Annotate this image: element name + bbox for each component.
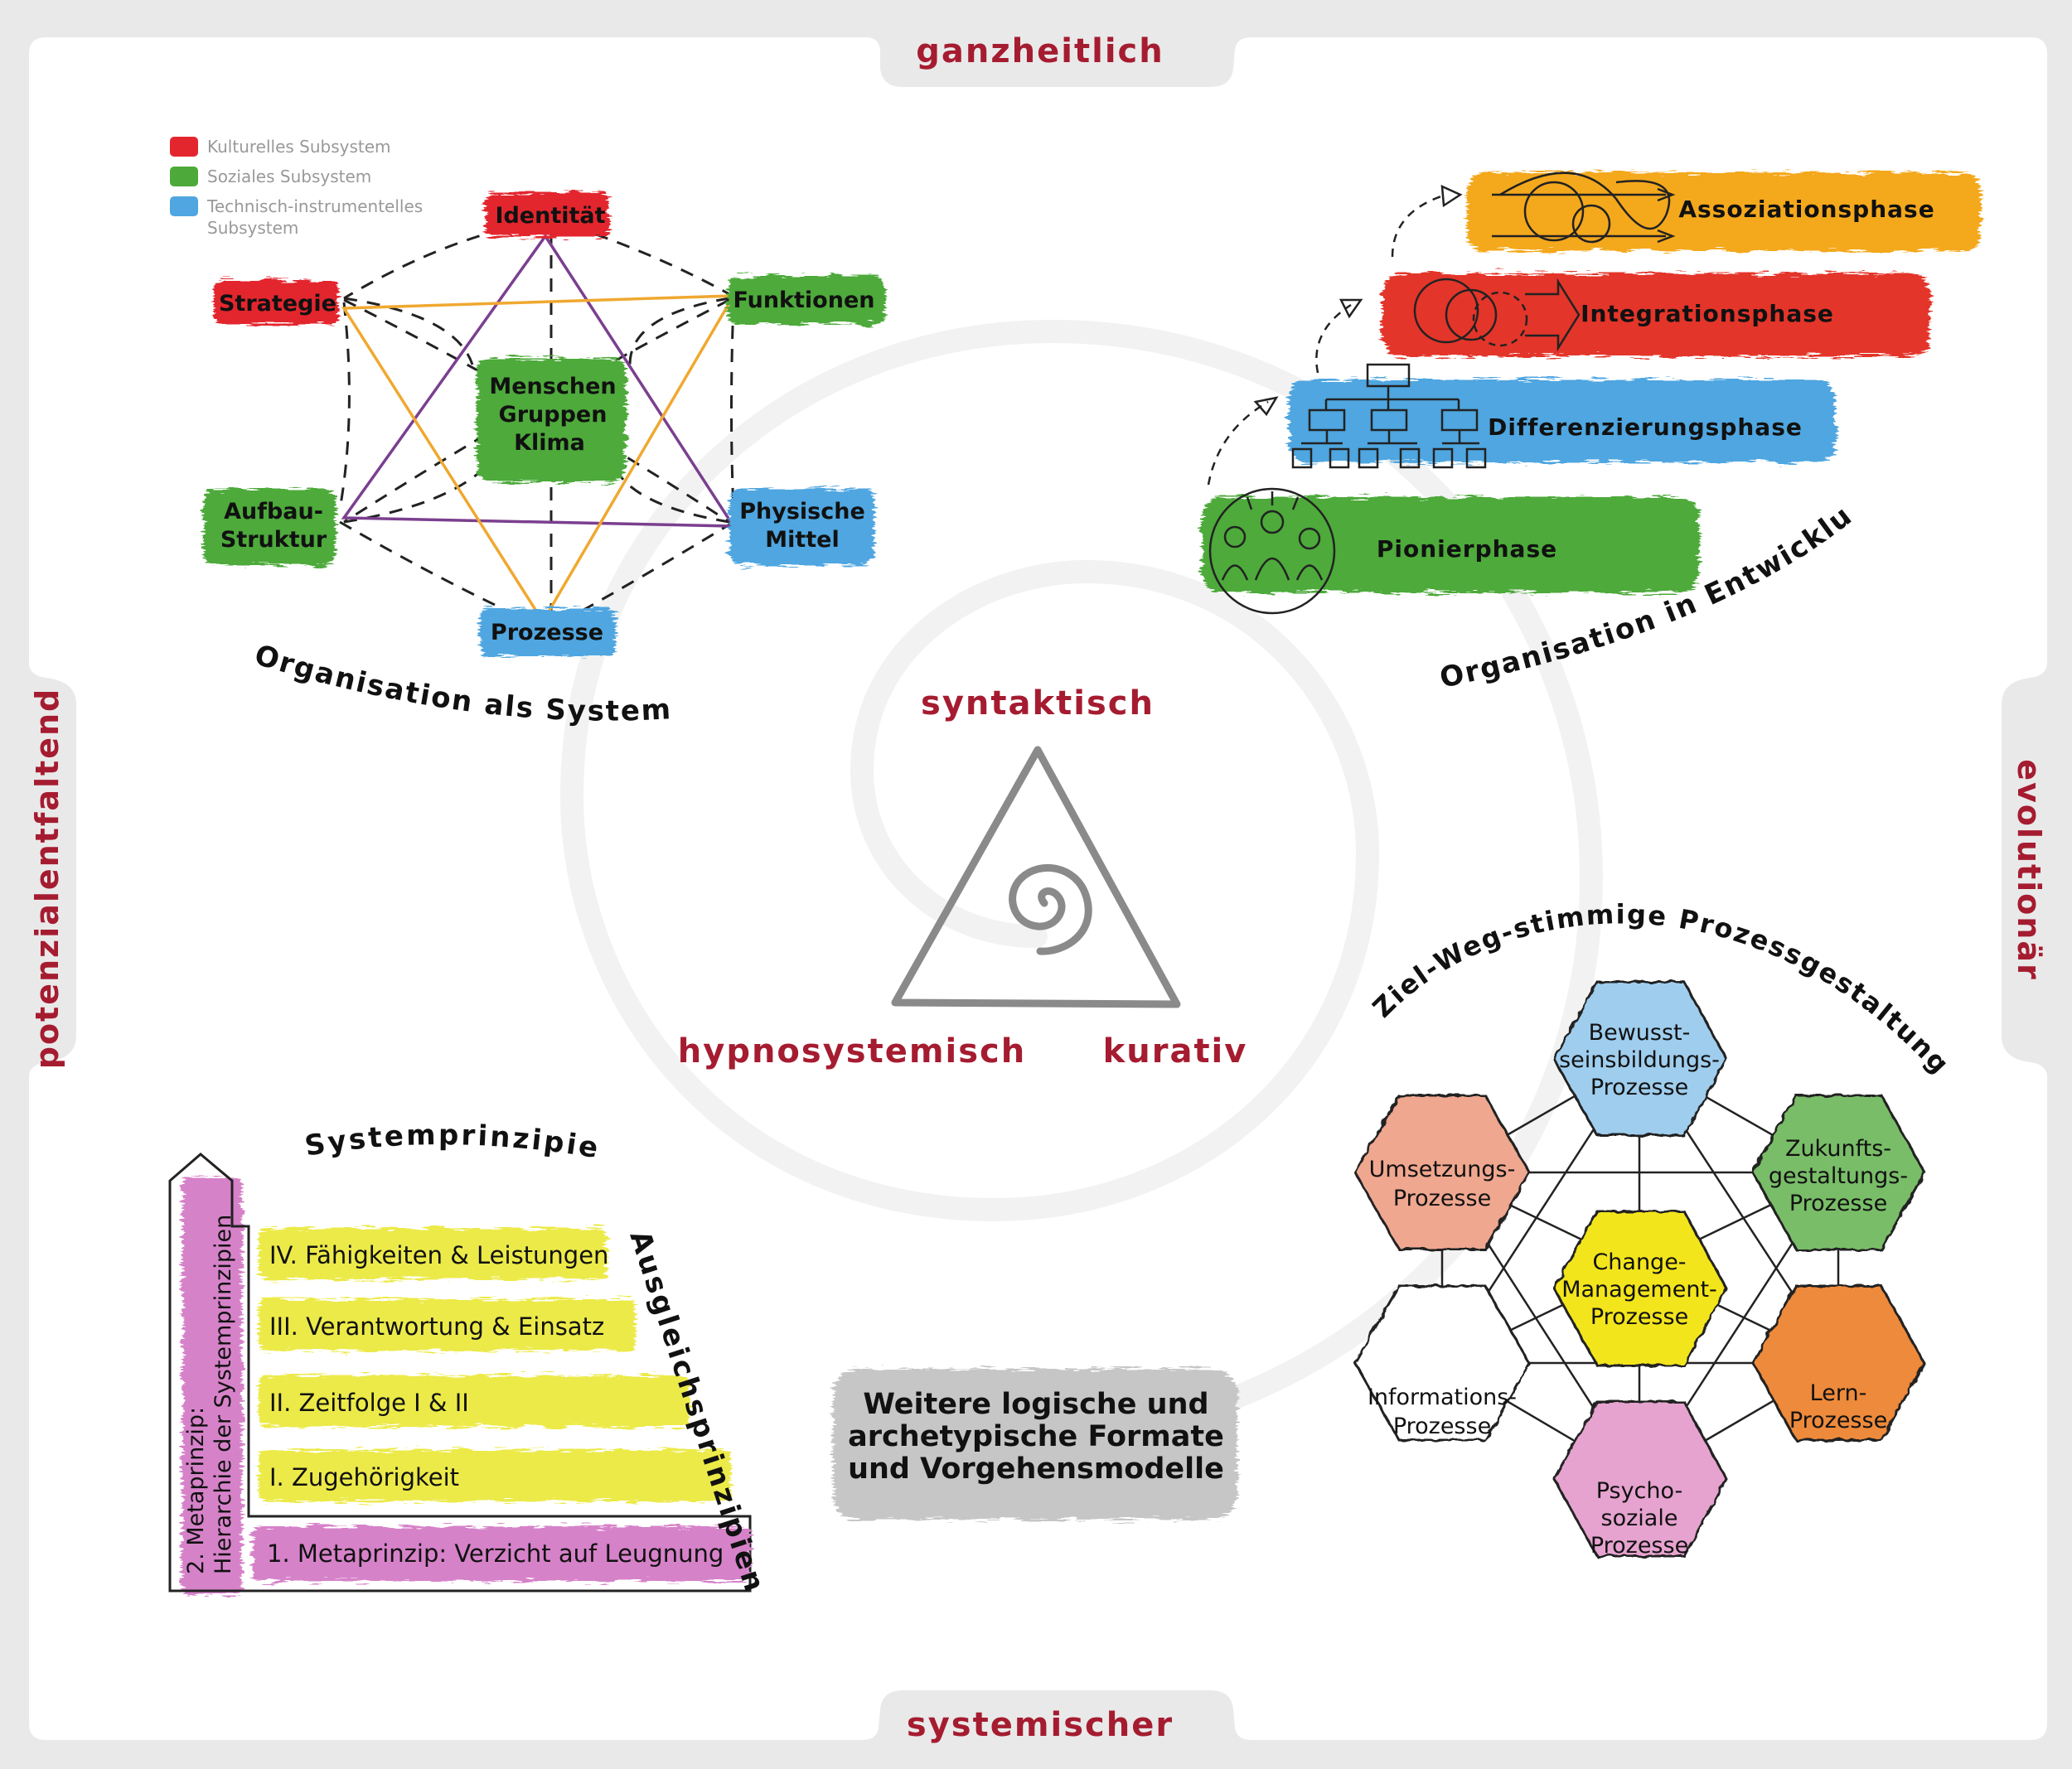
formats-box — [833, 1369, 1237, 1520]
hex-future: Zukunfts- gestaltungs- Prozesse — [1751, 1094, 1926, 1251]
hex-learning-line-1: Lern- — [1810, 1380, 1867, 1406]
formats-section: Weitere logische und archetypische Forma… — [833, 1369, 1237, 1520]
hex-change-line-1: Change- — [1592, 1249, 1686, 1275]
phase-pioneer: Pionierphase — [1202, 487, 1699, 615]
node-prozesse-label: Prozesse — [491, 620, 603, 645]
integration-circles-icon — [1413, 278, 1581, 352]
hex-psychosocial-line-3: Prozesse — [1590, 1533, 1688, 1559]
legend-label-social: Soziales Subsystem — [207, 167, 371, 186]
node-funktionen: Funktionen — [728, 276, 885, 324]
meta-vertical-bar — [182, 1177, 242, 1595]
legend-label-technical-2: Subsystem — [207, 218, 298, 238]
phase-association-label: Assoziationsphase — [1678, 196, 1934, 223]
principle-row-2-label: II. Zeitfolge I & II — [269, 1389, 469, 1417]
hex-awareness-line-2: seinsbildungs- — [1559, 1047, 1720, 1073]
node-identitaet: Identität — [485, 192, 609, 237]
center-spiral-icon — [1009, 863, 1092, 955]
node-identitaet-label: Identität — [495, 203, 605, 229]
center-label-left: hypnosystemisch — [678, 1032, 1026, 1071]
phase-integration: Integrationsphase — [1382, 273, 1929, 356]
legend-label-cultural: Kulturelles Subsystem — [207, 137, 391, 157]
hex-awareness-line-1: Bewusst- — [1589, 1020, 1691, 1046]
hex-learning: Lern- Prozesse — [1751, 1284, 1926, 1442]
principle-row-3-label: III. Verantwortung & Einsatz — [269, 1312, 604, 1341]
meta-vertical-label-2: Hierarchie der Systemprinzipien — [211, 1215, 236, 1574]
hex-psychosocial-line-1: Psycho- — [1596, 1478, 1683, 1504]
phase-association: Assoziationsphase — [1467, 172, 1981, 251]
node-aufbau-struktur: Aufbau- Struktur — [203, 489, 336, 565]
node-center-label-3: Klima — [514, 430, 585, 456]
hex-awareness-line-3: Prozesse — [1590, 1075, 1688, 1100]
hex-implementation-line-2: Prozesse — [1393, 1186, 1491, 1211]
phase-integration-label: Integrationsphase — [1581, 300, 1834, 327]
node-strategie-label: Strategie — [219, 291, 336, 317]
principle-row-4: IV. Fähigkeiten & Leistungen — [259, 1228, 608, 1279]
formats-line-3: und Vorgehensmodelle — [848, 1452, 1224, 1486]
legend: Kulturelles Subsystem Soziales Subsystem… — [170, 137, 423, 238]
node-aufbau-label-1: Aufbau- — [224, 499, 323, 524]
phase-pioneer-label: Pionierphase — [1377, 535, 1557, 563]
legend-swatch-social — [170, 167, 198, 186]
principle-row-3: III. Verantwortung & Einsatz — [259, 1299, 636, 1351]
principle-row-1: I. Zugehörigkeit — [259, 1450, 731, 1501]
hex-implementation: Umsetzungs- Prozesse — [1353, 1094, 1531, 1251]
frame-label-right: evolutionär — [2011, 759, 2047, 980]
legend-swatch-cultural — [170, 137, 198, 157]
principle-row-2: II. Zeitfolge I & II — [259, 1375, 690, 1427]
principle-row-meta1: 1. Metaprinzip: Verzicht auf Leugnung — [253, 1526, 750, 1581]
hex-psychosocial-line-2: soziale — [1601, 1506, 1678, 1531]
principle-row-1-label: I. Zugehörigkeit — [269, 1463, 459, 1491]
node-physische-mittel: Physische Mittel — [729, 489, 874, 565]
principle-row-4-label: IV. Fähigkeiten & Leistungen — [269, 1241, 608, 1269]
hex-learning-line-2: Prozesse — [1789, 1408, 1887, 1433]
hex-psychosocial: Psycho- soziale Prozesse — [1552, 1400, 1728, 1559]
hex-change-line-2: Management- — [1561, 1277, 1717, 1303]
hex-future-line-3: Prozesse — [1789, 1191, 1887, 1216]
phase-differentiation: Differenzierungsphase — [1289, 363, 1836, 469]
center-triangle: syntaktisch hypnosystemisch kurativ — [678, 684, 1248, 1071]
phase-differentiation-label: Differenzierungsphase — [1488, 413, 1803, 441]
hex-information-line-1: Informations- — [1368, 1385, 1517, 1410]
legend-label-technical: Technisch-instrumentelles — [206, 196, 423, 216]
legend-swatch-technical — [170, 196, 198, 216]
differentiation-orgchart-icon — [1291, 363, 1487, 469]
node-menschen-gruppen-klima: Menschen Gruppen Klima — [477, 358, 626, 482]
hex-change-line-3: Prozesse — [1590, 1304, 1688, 1330]
pioneer-people-icon — [1208, 487, 1336, 615]
hex-change-management: Change- Management- Prozesse — [1552, 1210, 1728, 1367]
node-center-label-1: Menschen — [489, 374, 616, 399]
node-physische-label-1: Physische — [739, 499, 865, 524]
formats-line-1: Weitere logische und — [863, 1388, 1208, 1421]
hex-information-line-2: Prozesse — [1393, 1414, 1491, 1439]
phase-arrows — [1207, 184, 1463, 486]
node-prozesse: Prozesse — [479, 608, 616, 656]
frame-label-top: ganzheitlich — [916, 32, 1164, 70]
center-label-right: kurativ — [1103, 1032, 1248, 1071]
node-aufbau-label-2: Struktur — [220, 527, 327, 553]
node-physische-label-2: Mittel — [765, 527, 840, 553]
meta-vertical-label-1: 2. Metaprinzip: — [183, 1407, 209, 1574]
principle-row-meta1-label: 1. Metaprinzip: Verzicht auf Leugnung — [267, 1539, 724, 1568]
hex-future-line-2: gestaltungs- — [1769, 1163, 1908, 1189]
hex-implementation-line-1: Umsetzungs- — [1369, 1157, 1516, 1182]
system-star — [341, 233, 737, 625]
node-funktionen-label: Funktionen — [733, 288, 875, 313]
hex-awareness: Bewusst- seinsbildungs- Prozesse — [1552, 980, 1728, 1137]
hex-information: Informations- Prozesse — [1353, 1284, 1531, 1442]
association-knot-icon — [1492, 172, 1676, 244]
frame-label-left: potenzialentfaltend — [29, 688, 65, 1070]
hex-future-line-1: Zukunfts- — [1785, 1136, 1891, 1162]
node-center-label-2: Gruppen — [499, 402, 608, 428]
frame-label-bottom: systemischer — [907, 1706, 1174, 1744]
center-label-top: syntaktisch — [921, 684, 1155, 723]
formats-line-2: archetypische Formate — [848, 1420, 1224, 1453]
background-spiral — [559, 319, 1604, 1437]
node-strategie: Strategie — [214, 280, 338, 325]
